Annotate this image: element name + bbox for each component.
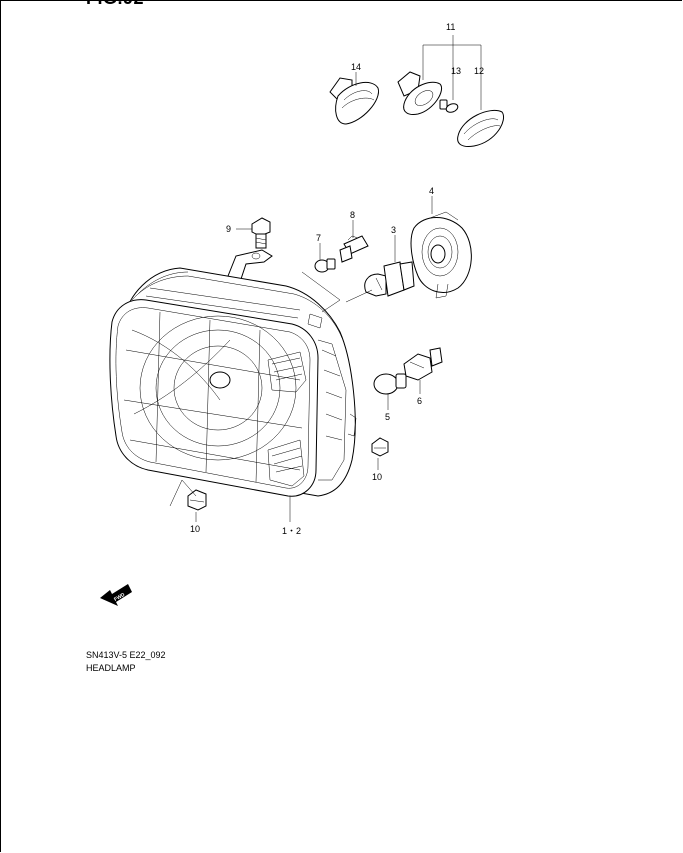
part-9-bolt[interactable] — [251, 217, 271, 249]
fwd-label: FWD — [113, 592, 126, 603]
part-4-bulb-cover[interactable] — [410, 211, 472, 299]
callout-9: 9 — [226, 224, 231, 234]
part-11-side-marker-assembly[interactable] — [397, 71, 442, 115]
callout-1-2: 1・2 — [282, 526, 301, 536]
part-6-socket[interactable] — [403, 347, 443, 381]
diagram-name: HEADLAMP — [86, 663, 136, 673]
part-10-grommet-left[interactable] — [187, 489, 207, 511]
callout-14: 14 — [351, 62, 361, 72]
part-10-grommet-right[interactable] — [371, 437, 389, 457]
callout-12: 12 — [474, 66, 484, 76]
part-1-2-headlamp-unit[interactable] — [109, 249, 357, 497]
diagram-code: SN413V-5 E22_092 — [86, 650, 166, 660]
part-13-marker-bulb[interactable] — [439, 99, 459, 114]
part-14-side-marker[interactable] — [329, 77, 379, 125]
callout-10-right: 10 — [372, 472, 382, 482]
fwd-arrow-icon: FWD — [100, 584, 132, 606]
part-8-bulb-socket[interactable] — [339, 235, 369, 263]
callout-6: 6 — [417, 396, 422, 406]
callout-10-left: 10 — [190, 524, 200, 534]
callout-5: 5 — [385, 412, 390, 422]
callout-7: 7 — [316, 233, 321, 243]
callout-13: 13 — [451, 66, 461, 76]
callout-8: 8 — [350, 210, 355, 220]
part-12-marker-lens[interactable] — [457, 110, 504, 147]
part-5-bulb[interactable] — [373, 373, 407, 395]
figure-title: FIG.92 — [86, 0, 144, 9]
part-3-headlamp-bulb[interactable] — [364, 261, 415, 297]
callout-3: 3 — [391, 225, 396, 235]
callout-11: 11 — [446, 22, 455, 32]
callout-4: 4 — [429, 186, 434, 196]
part-7-position-bulb[interactable] — [314, 258, 336, 273]
